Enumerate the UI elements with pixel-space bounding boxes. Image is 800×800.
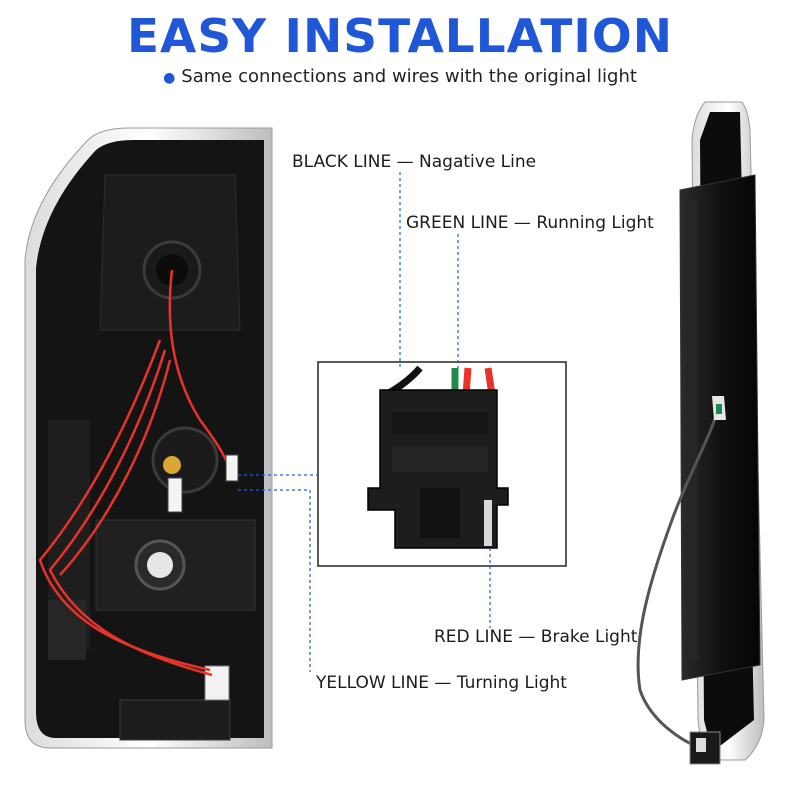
leader-lines bbox=[238, 172, 491, 672]
red-wire-harness bbox=[38, 269, 232, 677]
bullet-icon: ● bbox=[163, 70, 176, 86]
label-black-line: BLACK LINE — Nagative Line bbox=[292, 152, 537, 172]
tail-light-side-view bbox=[636, 101, 765, 765]
label-green-line: GREEN LINE — Running Light bbox=[406, 213, 654, 233]
subtitle-text: Same connections and wires with the orig… bbox=[181, 66, 637, 87]
subtitle: ● Same connections and wires with the ori… bbox=[0, 64, 800, 91]
connector-inset bbox=[317, 361, 567, 567]
tail-light-back-view bbox=[24, 127, 273, 749]
label-red-line: RED LINE — Brake Light bbox=[434, 627, 638, 647]
label-yellow-line: YELLOW LINE — Turning Light bbox=[316, 673, 567, 693]
page-title: EASY INSTALLATION bbox=[126, 9, 674, 63]
side-wire bbox=[636, 399, 722, 750]
